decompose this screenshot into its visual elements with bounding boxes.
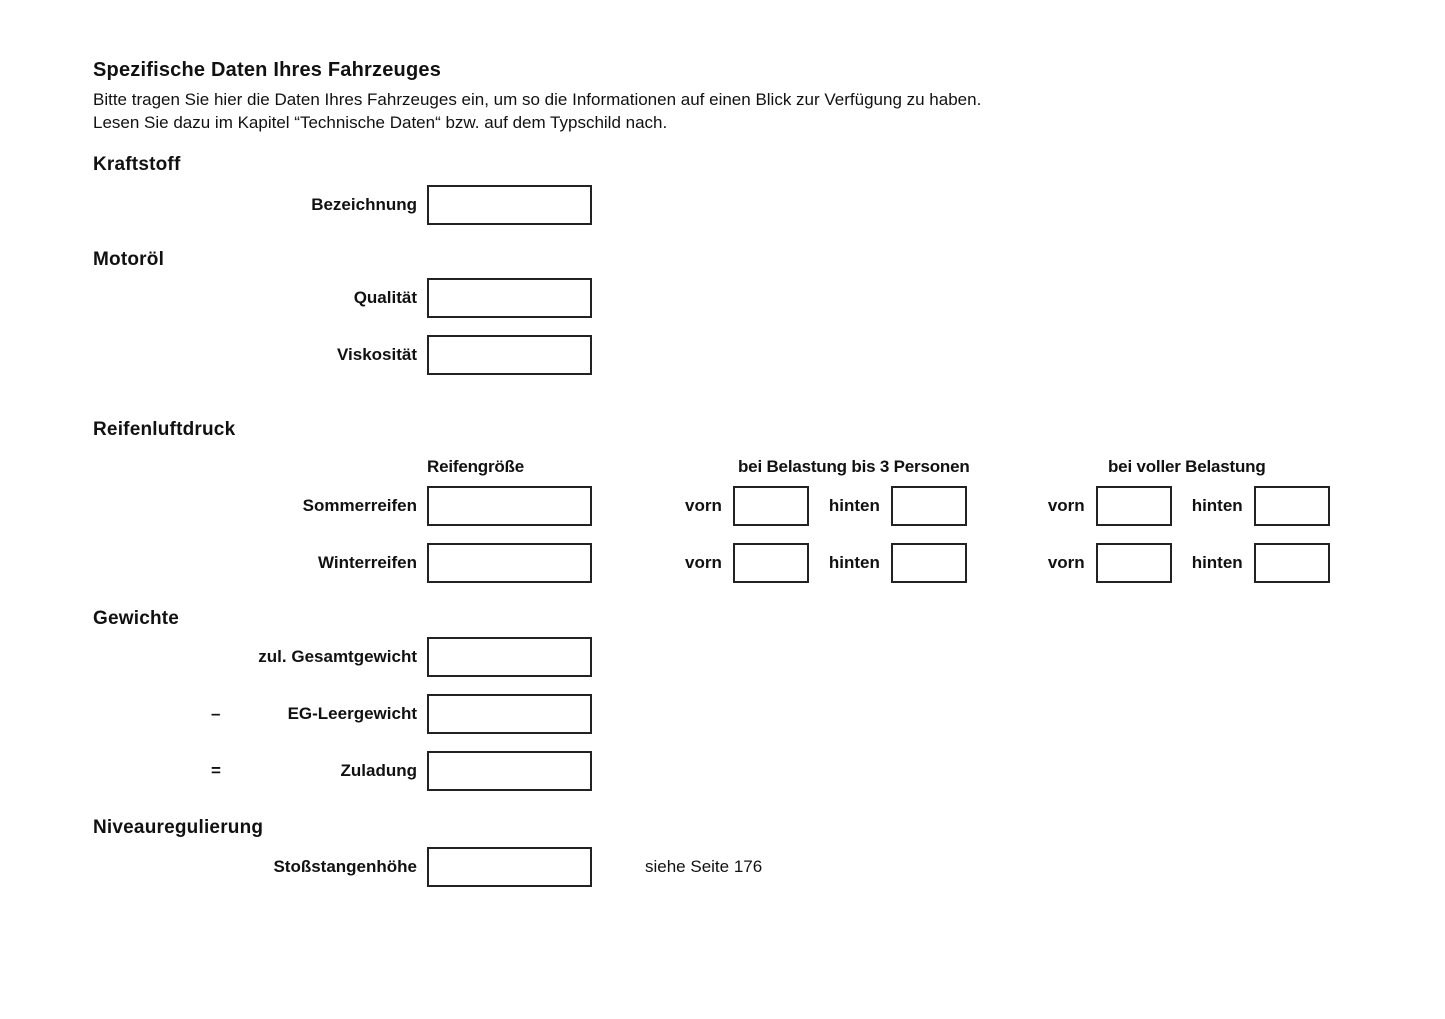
sommerreifen-vollbelastung-hinten-input[interactable] <box>1253 486 1330 526</box>
column-header-volle-belastung: bei voller Belastung <box>1108 457 1266 476</box>
section-heading-reifenluftdruck: Reifenluftdruck <box>93 419 236 440</box>
vorn-label: vorn <box>1047 553 1085 572</box>
vorn-label: vorn <box>1047 496 1085 515</box>
sommerreifen-reifengroesse-input[interactable] <box>427 486 592 526</box>
winterreifen-vollbelastung-vorn-input[interactable] <box>1095 543 1172 583</box>
leergewicht-input[interactable] <box>427 694 592 734</box>
section-heading-gewichte: Gewichte <box>93 608 180 629</box>
sommerreifen-belastung3-vorn-input[interactable] <box>732 486 809 526</box>
row-gesamtgewicht: zul. Gesamtgewicht <box>93 637 592 677</box>
row-leergewicht: – EG-Leergewicht <box>93 694 592 734</box>
gesamtgewicht-label: zul. Gesamtgewicht <box>258 647 417 666</box>
hinten-label: hinten <box>828 553 880 572</box>
zuladung-input[interactable] <box>427 751 592 791</box>
vorn-label: vorn <box>685 496 722 515</box>
zuladung-label: Zuladung <box>340 761 417 780</box>
sommerreifen-belastung3-hinten-input[interactable] <box>890 486 967 526</box>
gesamtgewicht-input[interactable] <box>427 637 592 677</box>
qualitaet-label: Qualität <box>353 288 417 307</box>
see-page-note: siehe Seite 176 <box>645 857 763 876</box>
equals-operator: = <box>211 761 221 780</box>
section-heading-niveauregulierung: Niveauregulierung <box>93 817 264 838</box>
minus-operator: – <box>211 704 221 723</box>
bezeichnung-label: Bezeichnung <box>311 195 417 214</box>
stossstangenhoehe-input[interactable] <box>427 847 592 887</box>
winterreifen-vollbelastung-hinten-input[interactable] <box>1253 543 1330 583</box>
viskositaet-input[interactable] <box>427 335 592 375</box>
column-header-belastung-3-personen: bei Belastung bis 3 Personen <box>738 457 970 476</box>
winterreifen-belastung3-hinten-input[interactable] <box>890 543 967 583</box>
row-stossstangenhoehe: Stoßstangenhöhe siehe Seite 176 <box>93 847 762 887</box>
row-winterreifen: Winterreifen vorn hinten vorn hinten <box>93 543 1330 583</box>
sommerreifen-label: Sommerreifen <box>302 496 417 515</box>
leergewicht-label: EG-Leergewicht <box>287 704 417 723</box>
page-title: Spezifische Daten Ihres Fahrzeuges <box>93 59 442 81</box>
column-header-reifengroesse: Reifengröße <box>427 457 524 476</box>
hinten-label: hinten <box>1191 553 1243 572</box>
qualitaet-input[interactable] <box>427 278 592 318</box>
row-bezeichnung: Bezeichnung <box>93 185 592 225</box>
winterreifen-belastung3-vorn-input[interactable] <box>732 543 809 583</box>
intro-line-1: Bitte tragen Sie hier die Daten Ihres Fa… <box>93 90 982 109</box>
viskositaet-label: Viskosität <box>336 345 417 364</box>
sommerreifen-vollbelastung-vorn-input[interactable] <box>1095 486 1172 526</box>
bezeichnung-input[interactable] <box>427 185 592 225</box>
vorn-label: vorn <box>685 553 722 572</box>
stossstangenhoehe-label: Stoßstangenhöhe <box>273 857 417 876</box>
row-qualitaet: Qualität <box>93 278 592 318</box>
hinten-label: hinten <box>1191 496 1243 515</box>
row-zuladung: = Zuladung <box>93 751 592 791</box>
row-viskositaet: Viskosität <box>93 335 592 375</box>
row-sommerreifen: Sommerreifen vorn hinten vorn hinten <box>93 486 1330 526</box>
winterreifen-reifengroesse-input[interactable] <box>427 543 592 583</box>
hinten-label: hinten <box>828 496 880 515</box>
intro-line-2: Lesen Sie dazu im Kapitel “Technische Da… <box>93 113 668 132</box>
section-heading-motoroel: Motoröl <box>93 249 165 270</box>
section-heading-kraftstoff: Kraftstoff <box>93 154 181 175</box>
winterreifen-label: Winterreifen <box>317 553 417 572</box>
